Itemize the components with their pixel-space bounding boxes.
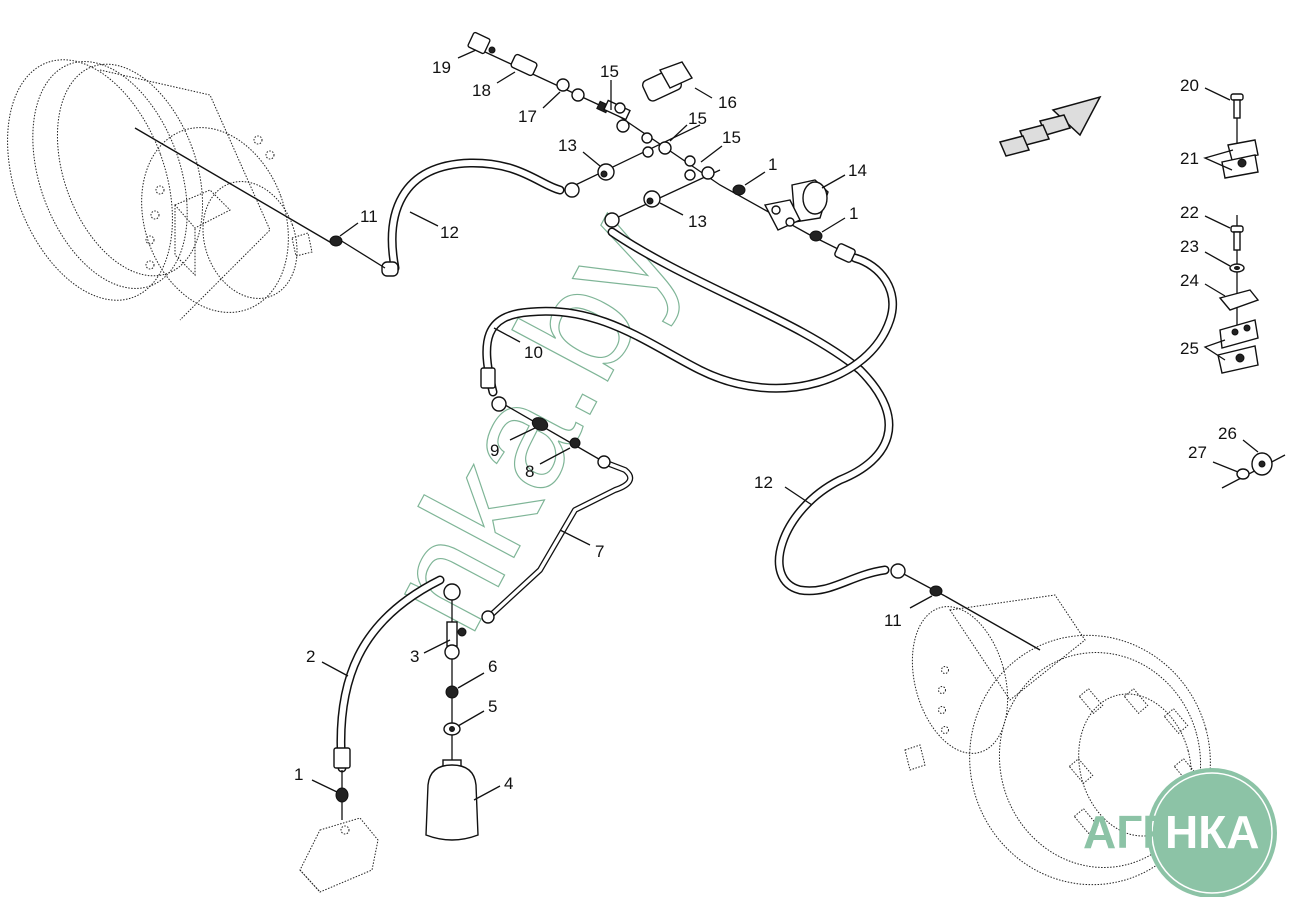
hose-2 bbox=[333, 575, 445, 773]
callout-15b: 15 bbox=[688, 109, 707, 128]
hose-end-12-b bbox=[890, 563, 906, 579]
callout-11a: 11 bbox=[360, 207, 378, 226]
adapter-1-c bbox=[335, 787, 349, 803]
adapter-6 bbox=[445, 685, 459, 699]
washer-23 bbox=[1229, 263, 1245, 273]
connection-line bbox=[564, 124, 701, 191]
connection-line bbox=[339, 239, 386, 269]
assembly-axis-right bbox=[944, 595, 1041, 651]
elbow-12-b bbox=[604, 212, 620, 228]
valve-block bbox=[299, 817, 379, 893]
adapter-11-b bbox=[929, 585, 943, 597]
callout-3: 3 bbox=[410, 647, 419, 666]
callout-25: 25 bbox=[1180, 339, 1199, 358]
clamp-21 bbox=[1221, 139, 1259, 179]
callout-10: 10 bbox=[524, 343, 543, 362]
callout-22: 22 bbox=[1180, 203, 1199, 222]
coupler-16 bbox=[641, 61, 694, 102]
callout-15c: 15 bbox=[722, 128, 741, 147]
callout-13b: 13 bbox=[688, 212, 707, 231]
accumulator-4 bbox=[425, 759, 479, 841]
hose-end-12 bbox=[834, 243, 856, 263]
valve-14 bbox=[763, 179, 829, 231]
elbow-2 bbox=[443, 583, 461, 601]
callout-21: 21 bbox=[1180, 149, 1199, 168]
nut-13-b bbox=[643, 190, 661, 208]
washer-8 bbox=[569, 437, 581, 449]
tee-15-a bbox=[596, 99, 631, 133]
bolt-20 bbox=[1230, 93, 1244, 119]
wheel-motor-right bbox=[904, 594, 1211, 886]
fitting-17 bbox=[556, 78, 585, 102]
hose-10 bbox=[480, 253, 898, 397]
callout-12a: 12 bbox=[440, 223, 459, 242]
callout-19: 19 bbox=[432, 58, 451, 77]
connection-line bbox=[611, 169, 721, 221]
callout-20: 20 bbox=[1180, 76, 1199, 95]
connection-line bbox=[499, 401, 605, 463]
fitting-19 bbox=[467, 31, 496, 55]
assembly-axis bbox=[134, 127, 336, 246]
nut-26 bbox=[1251, 452, 1273, 476]
callout-23: 23 bbox=[1180, 237, 1199, 256]
callout-2: 2 bbox=[306, 647, 315, 666]
nut-7 bbox=[597, 455, 611, 469]
callout-1b: 1 bbox=[849, 204, 858, 223]
wheel-motor-left bbox=[7, 59, 313, 321]
callout-6: 6 bbox=[488, 657, 497, 676]
hose-12-right bbox=[607, 227, 894, 596]
callout-5: 5 bbox=[488, 697, 497, 716]
callout-14: 14 bbox=[848, 161, 867, 180]
callout-27: 27 bbox=[1188, 443, 1207, 462]
callout-26: 26 bbox=[1218, 424, 1237, 443]
callout-8: 8 bbox=[525, 462, 534, 481]
tee-15-c bbox=[684, 155, 715, 181]
adapter-11-a bbox=[329, 235, 343, 247]
hose-12-left bbox=[381, 158, 565, 277]
callout-18: 18 bbox=[472, 81, 491, 100]
sleeve-27 bbox=[1236, 468, 1250, 480]
direction-arrow-icon bbox=[998, 95, 1102, 157]
callout-13a: 13 bbox=[558, 136, 577, 155]
callout-4: 4 bbox=[504, 774, 513, 793]
clamp-25 bbox=[1217, 319, 1259, 374]
adapter-9 bbox=[531, 417, 549, 431]
nut-5 bbox=[443, 722, 461, 736]
agronka-logo: АГРО НКА bbox=[1083, 768, 1277, 897]
callout-15a: 15 bbox=[600, 62, 619, 81]
adapter-1-b bbox=[809, 230, 823, 242]
logo-right-text: НКА bbox=[1165, 806, 1260, 858]
callout-1a: 1 bbox=[768, 155, 777, 174]
callout-16: 16 bbox=[718, 93, 737, 112]
logo-left-text: АГРО bbox=[1083, 806, 1208, 858]
tee-3 bbox=[444, 621, 467, 660]
nut-7-b bbox=[481, 610, 495, 624]
nut-13-a bbox=[597, 163, 615, 181]
tee-15-b bbox=[641, 132, 672, 158]
callout-12b: 12 bbox=[754, 473, 773, 492]
callouts: 19 18 17 15 16 15 15 13 13 1 14 1 11 12 … bbox=[294, 49, 1259, 801]
elbow-12-a bbox=[564, 182, 580, 198]
plate-24 bbox=[1218, 289, 1260, 311]
callout-7: 7 bbox=[595, 542, 604, 561]
connection-line bbox=[1221, 454, 1286, 489]
pipe-7 bbox=[487, 459, 634, 619]
fitting-18 bbox=[510, 53, 538, 77]
callout-9: 9 bbox=[490, 441, 499, 460]
callout-1c: 1 bbox=[294, 765, 303, 784]
adapter-1-a bbox=[732, 184, 746, 196]
callout-17: 17 bbox=[518, 107, 537, 126]
bolt-22 bbox=[1230, 225, 1244, 251]
nut-10 bbox=[491, 396, 507, 412]
callout-11b: 11 bbox=[884, 611, 902, 630]
callout-24: 24 bbox=[1180, 271, 1199, 290]
